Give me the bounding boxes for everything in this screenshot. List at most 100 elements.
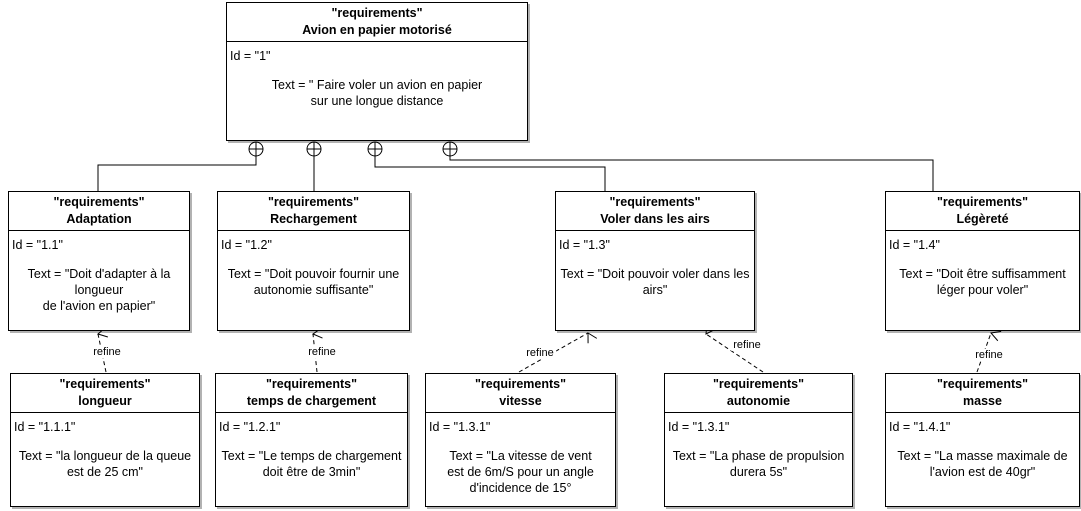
text-label: Text = "Doit être suffisamment léger pou… [889,266,1076,298]
id-label: Id = "1" [230,49,271,63]
text-line: léger pour voler" [936,283,1029,297]
requirement-title: masse [963,394,1002,408]
text-line: Text = "La phase de propulsion [672,449,845,463]
requirement-box-root[interactable]: "requirements" Avion en papier motorisé … [226,2,528,141]
refine-label: refine [91,346,123,358]
id-label: Id = "1.2.1" [219,420,281,434]
text-line: Text = "Doit d'adapter à la [27,267,171,281]
text-label: Text = " Faire voler un avion en papier … [230,77,524,109]
text-line: sur une longue distance [310,94,444,108]
text-label: Text = "Doit pouvoir fournir une autonom… [221,266,406,298]
text-label: Text = "Le temps de chargement doit être… [219,448,404,480]
id-label: Id = "1.1" [12,238,63,252]
stereotype-label: "requirements" [265,377,358,391]
stereotype-label: "requirements" [936,377,1029,391]
text-line: autonomie suffisante" [253,283,374,297]
text-line: Text = "La masse maximale de [897,449,1068,463]
containment-circle-plus-icon [306,141,322,157]
text-line: Text = "la longueur de la queue [18,449,192,463]
text-line: l'avion est de 40gr" [929,465,1036,479]
requirement-box-voler-dans-les-airs[interactable]: "requirements" Voler dans les airs Id = … [555,191,755,331]
requirement-body: Id = "1.3.1" Text = "La phase de propuls… [665,413,852,480]
refine-edge-vitesse[interactable] [518,332,598,373]
refine-label: refine [306,346,338,358]
requirement-title: Avion en papier motorisé [302,23,452,37]
stereotype-label: "requirements" [59,377,151,391]
refine-edge-temps-de-chargement[interactable] [311,327,323,373]
containment-circle-plus-icon [367,141,383,157]
requirement-header: "requirements" vitesse [426,374,615,413]
requirement-title: longueur [78,394,132,408]
text-line: Text = " Faire voler un avion en papier [271,78,483,92]
requirement-box-masse[interactable]: "requirements" masse Id = "1.4.1" Text =… [885,373,1080,507]
requirement-title: Légèreté [956,212,1009,226]
requirement-box-temps-de-chargement[interactable]: "requirements" temps de chargement Id = … [215,373,408,507]
requirement-header: "requirements" longueur [11,374,199,413]
text-label: Text = "La masse maximale de l'avion est… [889,448,1076,480]
containment-circle-plus-icon [442,141,458,157]
requirement-box-autonomie[interactable]: "requirements" autonomie Id = "1.3.1" Te… [664,373,853,507]
text-line: Text = "Doit être suffisamment [899,267,1066,281]
requirement-title: temps de chargement [246,394,377,408]
requirement-box-vitesse[interactable]: "requirements" vitesse Id = "1.3.1" Text… [425,373,616,507]
text-line: Text = "Doit pouvoir fournir une [227,267,400,281]
requirement-title: vitesse [499,394,542,408]
requirement-body: Id = "1.2.1" Text = "Le temps de chargem… [216,413,407,480]
stereotype-label: "requirements" [331,6,423,20]
text-label: Text = "la longueur de la queue est de 2… [14,448,196,480]
requirement-body: Id = "1.2" Text = "Doit pouvoir fournir … [218,231,409,298]
text-line: durera 5s" [729,465,788,479]
id-label: Id = "1.2" [221,238,272,252]
requirement-header: "requirements" Avion en papier motorisé [227,3,527,42]
refine-label: refine [524,347,556,359]
stereotype-label: "requirements" [267,195,360,209]
text-label: Text = "Doit d'adapter à la longueur de … [12,266,186,314]
requirement-body: Id = "1" Text = " Faire voler un avion e… [227,42,527,109]
containment-circle-plus-icon [248,141,264,157]
text-line: d'incidence de 15° [469,481,572,495]
requirement-header: "requirements" Rechargement [218,192,409,231]
requirement-title: Adaptation [66,212,132,226]
requirement-header: "requirements" Adaptation [9,192,189,231]
text-label: Text = "La vitesse de vent est de 6m/S p… [429,448,612,496]
stereotype-label: "requirements" [609,195,701,209]
requirement-title: Rechargement [270,212,357,226]
text-line: de l'avion en papier" [42,299,156,313]
containment-edge-adaptation[interactable] [97,156,257,191]
stereotype-label: "requirements" [712,377,805,391]
requirement-header: "requirements" autonomie [665,374,852,413]
containment-edge-voler-dans-les-airs[interactable] [374,156,606,191]
requirement-box-adaptation[interactable]: "requirements" Adaptation Id = "1.1" Tex… [8,191,190,331]
requirement-body: Id = "1.4" Text = "Doit être suffisammen… [886,231,1079,298]
requirement-body: Id = "1.1.1" Text = "la longueur de la q… [11,413,199,480]
id-label: Id = "1.3.1" [668,420,730,434]
text-line: Text = "Doit pouvoir voler dans les [560,267,750,281]
requirement-box-legerete[interactable]: "requirements" Légèreté Id = "1.4" Text … [885,191,1080,331]
requirement-box-rechargement[interactable]: "requirements" Rechargement Id = "1.2" T… [217,191,410,331]
requirement-header: "requirements" masse [886,374,1079,413]
containment-edge-legerete[interactable] [449,156,934,191]
requirement-title: Voler dans les airs [600,212,710,226]
text-label: Text = "La phase de propulsion durera 5s… [668,448,849,480]
text-line: doit être de 3min" [262,465,361,479]
requirement-body: Id = "1.3.1" Text = "La vitesse de vent … [426,413,615,496]
requirement-body: Id = "1.4.1" Text = "La masse maximale d… [886,413,1079,480]
text-line: longueur [74,283,124,297]
text-label: Text = "Doit pouvoir voler dans les airs… [559,266,751,298]
id-label: Id = "1.3.1" [429,420,491,434]
stereotype-label: "requirements" [53,195,145,209]
requirement-header: "requirements" Voler dans les airs [556,192,754,231]
refine-label: refine [731,339,763,351]
text-line: est de 6m/S pour un angle [447,465,594,479]
stereotype-label: "requirements" [474,377,567,391]
requirement-body: Id = "1.3" Text = "Doit pouvoir voler da… [556,231,754,298]
text-line: Text = "Le temps de chargement [221,449,402,463]
id-label: Id = "1.4" [889,238,940,252]
requirement-box-longueur[interactable]: "requirements" longueur Id = "1.1.1" Tex… [10,373,200,507]
refine-label: refine [973,349,1005,361]
id-label: Id = "1.4.1" [889,420,951,434]
refine-edge-autonomie[interactable] [705,323,764,373]
requirement-header: "requirements" Légèreté [886,192,1079,231]
